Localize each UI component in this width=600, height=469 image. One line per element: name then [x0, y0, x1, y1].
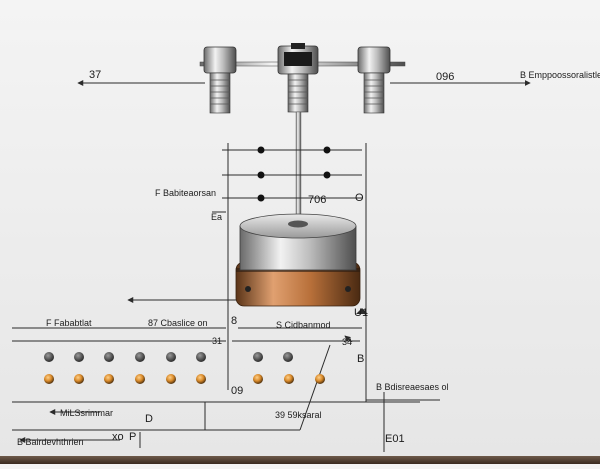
- label-706: 706: [308, 194, 327, 206]
- lower-dimension-lines: [12, 327, 420, 452]
- dot-row-orange-right: [253, 374, 325, 384]
- label-37: 37: [89, 69, 102, 81]
- dot-icon: [135, 352, 145, 362]
- label-34: 34: [342, 337, 353, 347]
- label-b: B: [357, 353, 365, 365]
- dot-row-dark-left: [44, 352, 206, 362]
- label-u1: U1: [354, 307, 369, 319]
- label-left-mid: F Babiteaorsan: [155, 188, 217, 198]
- label-09: 09: [231, 385, 244, 397]
- dot-icon: [253, 374, 263, 384]
- bottom-bar: [0, 456, 600, 464]
- label-left-lower: F Fababtlat: [46, 318, 92, 328]
- dot-icon: [315, 374, 325, 384]
- label-bottom-left: B Bairdevhthrien: [17, 437, 84, 447]
- dot-icon: [44, 352, 54, 362]
- cylinder-weight-icon: [235, 213, 361, 307]
- label-top-right-text: B Emppoossoralistle: [520, 70, 600, 80]
- label-d: D: [145, 413, 153, 425]
- label-31: 31: [212, 336, 223, 346]
- dot-row-dark-right: [253, 352, 293, 362]
- dot-icon: [283, 352, 293, 362]
- label-096: 096: [436, 71, 455, 83]
- dot-row-orange-left: [44, 374, 206, 384]
- threaded-sensor-icon: [277, 43, 319, 113]
- threaded-sensor-icon: [357, 46, 391, 114]
- label-xo: xo: [112, 431, 124, 443]
- label-ms: MiLSsrimmar: [60, 408, 113, 418]
- label-e01: E01: [385, 433, 405, 445]
- label-o: O: [355, 192, 364, 204]
- center-rod: [295, 111, 302, 228]
- dot-icon: [135, 374, 145, 384]
- label-39: 39 59ksaral: [275, 410, 322, 420]
- label-right-mid: B Bdisreaesaes ol: [376, 382, 449, 392]
- label-center-lower: 87 Cbaslice on: [148, 318, 208, 328]
- label-left-mid-sub: Ea: [211, 212, 223, 222]
- label-p: P: [129, 431, 137, 443]
- pointer-mark: [356, 308, 368, 314]
- dot-icon: [196, 352, 206, 362]
- dot-icon: [253, 352, 263, 362]
- label-s-text: S Cidbanmod: [276, 320, 331, 330]
- label-8: 8: [231, 315, 238, 327]
- dot-icon: [104, 352, 114, 362]
- dot-icon: [74, 352, 84, 362]
- dot-icon: [196, 374, 206, 384]
- dot-icon: [74, 374, 84, 384]
- dot-icon: [284, 374, 294, 384]
- dimension-lines: [212, 143, 367, 402]
- dimension-dots: [257, 146, 331, 202]
- dot-icon: [166, 352, 176, 362]
- dot-icon: [166, 374, 176, 384]
- arrow-34: [344, 335, 353, 343]
- threaded-sensor-icon: [203, 46, 237, 114]
- dot-icon: [104, 374, 114, 384]
- dot-icon: [44, 374, 54, 384]
